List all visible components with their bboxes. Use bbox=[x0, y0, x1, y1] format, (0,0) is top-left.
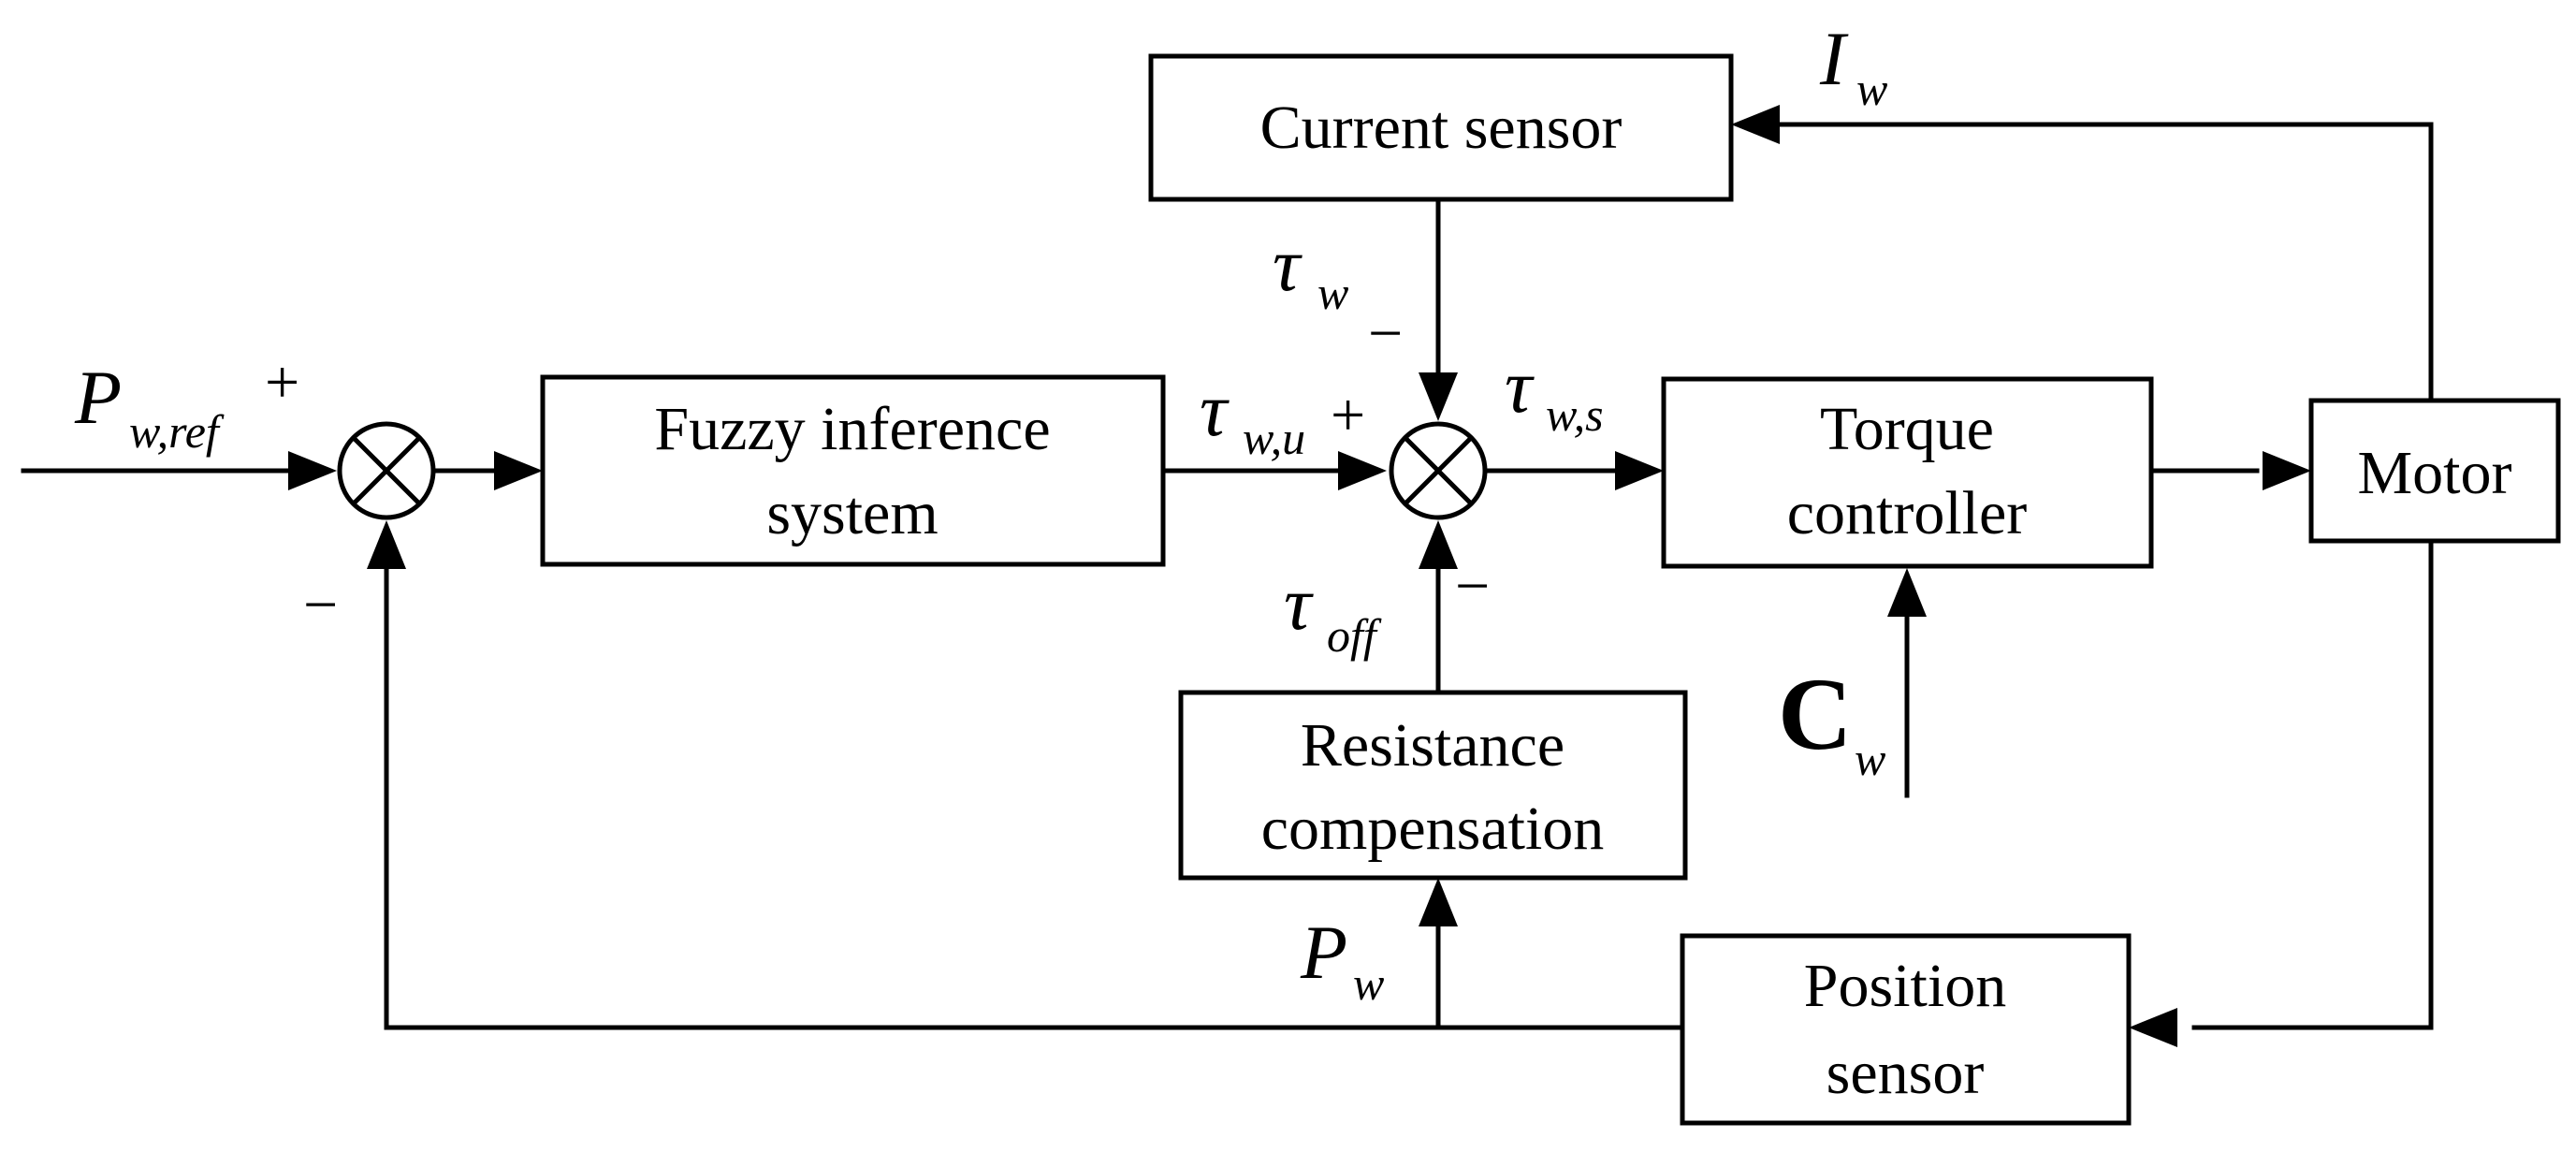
p-ref-symbol: P bbox=[74, 355, 122, 440]
arrow-into-resistance bbox=[1419, 878, 1458, 926]
current-sensor-label: Current sensor bbox=[1260, 94, 1623, 162]
arrow-into-torque bbox=[1615, 451, 1664, 490]
position-label-line2: sensor bbox=[1826, 1039, 1985, 1107]
resistance-label-line1: Resistance bbox=[1301, 711, 1565, 780]
position-label-line1: Position bbox=[1804, 952, 2006, 1020]
tau-w-subscript: w bbox=[1317, 267, 1348, 319]
arrow-into-sum2 bbox=[1338, 451, 1387, 490]
signal-tau-wu: τ w,u bbox=[1200, 367, 1305, 464]
arrow-into-fuzzy bbox=[494, 451, 543, 490]
sum2-minus-bottom-sign: − bbox=[1455, 552, 1490, 620]
fuzzy-label-line1: Fuzzy inference bbox=[654, 395, 1050, 463]
resistance-label-line2: compensation bbox=[1261, 795, 1605, 863]
signal-p-w: P w bbox=[1300, 910, 1384, 1010]
arrow-into-current-sensor bbox=[1731, 105, 1780, 144]
signal-i-w: I w bbox=[1819, 16, 1887, 115]
signal-tau-off: τ off bbox=[1284, 561, 1382, 662]
i-w-symbol: I bbox=[1819, 16, 1849, 101]
arrow-into-torque-from-cw bbox=[1887, 568, 1927, 617]
c-w-symbol: C bbox=[1778, 657, 1852, 771]
fuzzy-label-line2: system bbox=[766, 479, 938, 547]
arrow-into-position-sensor bbox=[2129, 1008, 2177, 1047]
signal-tau-w: τ w bbox=[1273, 222, 1348, 319]
arrow-sum1-from-bottom bbox=[367, 520, 406, 569]
motor-block: Motor bbox=[2308, 398, 2561, 544]
i-w-subscript: w bbox=[1856, 63, 1887, 115]
torque-label-line2: controller bbox=[1787, 479, 2028, 547]
tau-off-subscript: off bbox=[1327, 609, 1382, 662]
tau-wu-subscript: w,u bbox=[1243, 412, 1305, 464]
p-w-subscript: w bbox=[1353, 957, 1384, 1010]
arrowheads bbox=[288, 105, 2311, 1047]
arrow-sum2-from-top bbox=[1419, 372, 1458, 421]
signal-tau-ws: τ w,s bbox=[1505, 343, 1604, 441]
tau-ws-symbol: τ bbox=[1505, 343, 1535, 429]
arrow-into-sum1 bbox=[288, 451, 337, 490]
current-sensor-block: Current sensor bbox=[1148, 53, 1734, 202]
sum2-minus-top-sign: − bbox=[1368, 299, 1403, 368]
tau-w-symbol: τ bbox=[1273, 222, 1303, 307]
c-w-subscript: w bbox=[1855, 733, 1885, 785]
signal-p-ref: P w,ref bbox=[74, 355, 225, 458]
tau-ws-subscript: w,s bbox=[1546, 388, 1604, 441]
summing-junction-2 bbox=[1389, 421, 1488, 520]
signal-c-w: C w bbox=[1778, 657, 1885, 785]
torque-controller-block: Torque controller bbox=[1661, 376, 2154, 569]
fuzzy-inference-block: Fuzzy inference system bbox=[540, 374, 1166, 567]
sum1-plus-sign: + bbox=[265, 348, 299, 416]
arrow-into-motor bbox=[2263, 451, 2311, 490]
sum2-plus-sign: + bbox=[1331, 381, 1365, 449]
tau-off-symbol: τ bbox=[1284, 561, 1314, 646]
tau-wu-symbol: τ bbox=[1200, 367, 1230, 452]
arrow-sum2-from-bottom bbox=[1419, 520, 1458, 569]
position-sensor-block: Position sensor bbox=[1680, 933, 2132, 1126]
p-w-symbol: P bbox=[1300, 910, 1347, 995]
resistance-compensation-block: Resistance compensation bbox=[1178, 690, 1688, 881]
signal-lines bbox=[21, 122, 2434, 1030]
p-ref-subscript: w,ref bbox=[129, 405, 225, 458]
summing-junction-1 bbox=[337, 421, 436, 520]
motor-label: Motor bbox=[2358, 439, 2512, 507]
sum1-minus-sign: − bbox=[303, 571, 338, 639]
torque-label-line1: Torque bbox=[1820, 395, 1994, 463]
